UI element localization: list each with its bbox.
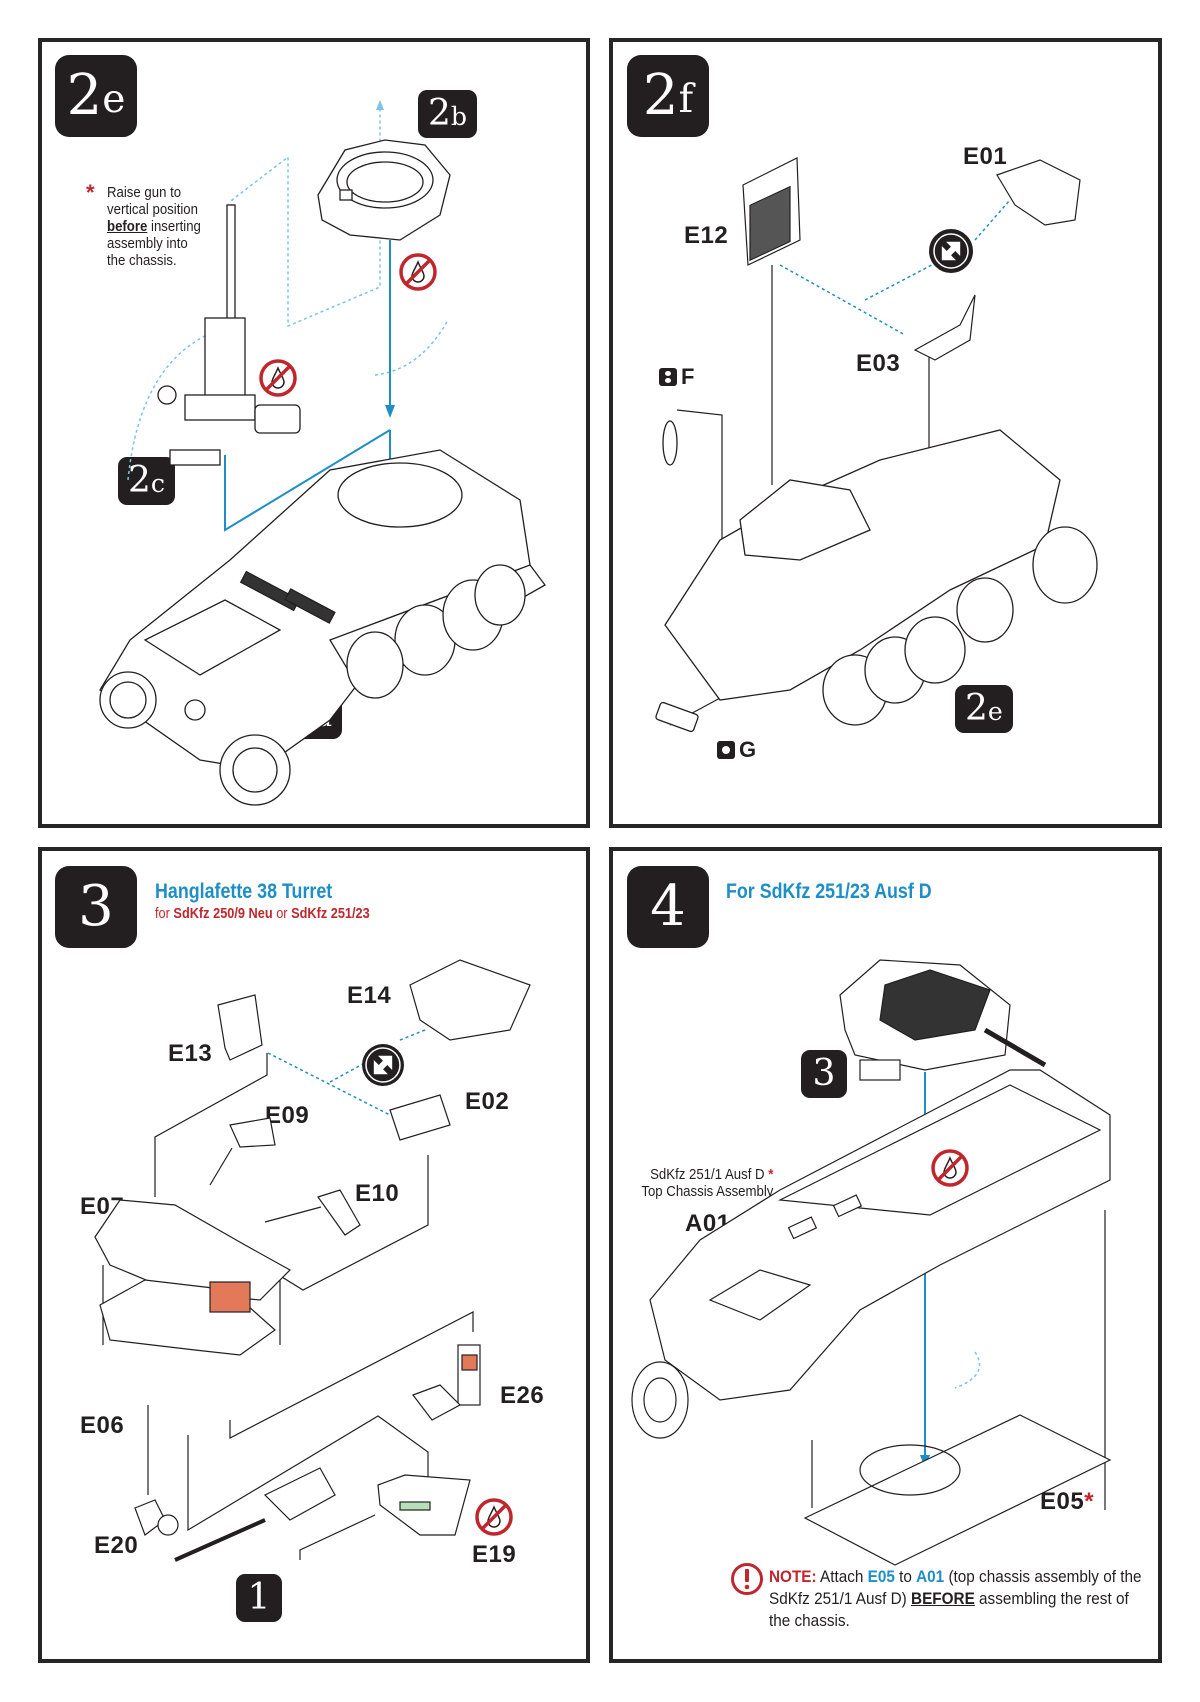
note-heading: NOTE: [769, 1567, 817, 1586]
step-title: Hanglafette 38 Turret [155, 880, 333, 903]
raise-gun-note: Raise gun to vertical position before in… [107, 184, 201, 269]
step-title: For SdKfz 251/23 Ausf D [726, 880, 932, 903]
step-suffix: e [102, 77, 126, 123]
warning-icon [731, 1563, 763, 1595]
callout-number: 2 [965, 688, 988, 729]
note-line: Raise gun to [107, 184, 182, 201]
note-line: assembly into [107, 235, 188, 252]
part-label-e12: E12 [684, 222, 729, 249]
part-label-e01: E01 [963, 143, 1008, 170]
callout-badge-1: 1 [236, 1574, 282, 1622]
asterisk-marker: * [1084, 1488, 1095, 1515]
sprue-label: F [681, 364, 695, 389]
rotate-view-icon [362, 1044, 404, 1086]
assembly-note: NOTE: Attach E05 to A01 (top chassis ass… [769, 1566, 1147, 1632]
sprue-label: G [739, 737, 757, 762]
step-subtitle: for SdKfz 250/9 Neu or SdKfz 251/23 [155, 905, 370, 922]
note-text-fragment: SdKfz 251/1 Ausf D [650, 1166, 765, 1183]
no-glue-icon [259, 359, 297, 397]
sprue-f: F [659, 364, 694, 390]
part-label-e10: E10 [355, 1180, 400, 1207]
part-label-e20: E20 [94, 1532, 139, 1559]
sprue-g: G [717, 737, 756, 763]
no-glue-icon [475, 1498, 513, 1536]
step-suffix: f [678, 77, 694, 123]
step-number: 2 [66, 63, 103, 128]
arrow-head [385, 405, 395, 418]
callout-badge-3: 3 [801, 1050, 847, 1098]
callout-number: 1 [247, 1577, 271, 1618]
callout-number: 2 [428, 93, 451, 134]
panel-step-4 [609, 847, 1162, 1663]
subtitle-text: or [272, 905, 292, 922]
model-name: SdKfz 251/23 [291, 905, 370, 922]
asterisk-marker: * [86, 180, 96, 205]
no-glue-icon [399, 253, 437, 291]
note-emphasis: before [107, 218, 148, 235]
part-2c-gun-mount [157, 204, 301, 466]
part-label-e26: E26 [500, 1382, 545, 1409]
chassis-assembly-note: SdKfz 251/1 Ausf D * Top Chassis Assembl… [637, 1166, 773, 1200]
part-label-e13: E13 [168, 1040, 213, 1067]
callout-suffix: b [450, 101, 468, 131]
sprue-two-dot-icon [659, 368, 677, 386]
step-number: 2 [642, 63, 679, 128]
part-ref-e05: E05 [867, 1567, 895, 1586]
part-label-e14: E14 [347, 982, 392, 1009]
no-glue-icon [931, 1149, 969, 1187]
callout-number: 2 [128, 460, 151, 501]
note-text-fragment: (top chassis assembly of the SdKfz 251/1… [769, 1567, 1142, 1608]
part-id: E05 [1040, 1488, 1085, 1515]
sprue-one-dot-icon [717, 741, 735, 759]
part-label-e03: E03 [856, 350, 901, 377]
part-label-e06: E06 [80, 1412, 125, 1439]
callout-number: 3 [812, 1053, 836, 1094]
part-label-e09: E09 [265, 1102, 310, 1129]
note-line: Top Chassis Assembly [641, 1183, 774, 1200]
up-arrow-head [376, 100, 384, 110]
part-label-e02: E02 [465, 1088, 510, 1115]
note-line: SdKfz 251/1 Ausf D * [637, 1166, 773, 1183]
note-text-fragment: inserting [147, 218, 201, 235]
step-number: 3 [78, 874, 114, 939]
part-label-e19: E19 [472, 1541, 517, 1568]
part-label-a01: A01 [685, 1210, 731, 1237]
note-line: the chassis. [107, 252, 177, 269]
note-emphasis: BEFORE [911, 1589, 975, 1608]
rotate-view-icon [929, 229, 973, 273]
callout-suffix: c [150, 468, 166, 498]
note-line: before inserting [107, 218, 201, 235]
model-name: SdKfz 250/9 Neu [173, 905, 273, 922]
panel-step-2f [609, 38, 1162, 828]
callout-suffix: e [987, 696, 1003, 726]
subtitle-text: for [155, 905, 174, 922]
step-badge-4: 4 [627, 866, 709, 948]
part-ref-a01: A01 [916, 1567, 945, 1586]
part-label-e07: E07 [80, 1193, 125, 1220]
part-2b-ring [317, 139, 451, 241]
halftrack-vehicle [99, 449, 546, 806]
note-text-fragment: to [894, 1567, 917, 1586]
asterisk-marker: * [768, 1166, 774, 1183]
note-text-fragment: assembling the rest of the chassis. [769, 1589, 1129, 1630]
part-label-e05: E05* [1040, 1488, 1094, 1516]
step-number: 4 [650, 874, 686, 939]
note-line: vertical position [107, 201, 198, 218]
note-text-fragment: Attach [816, 1567, 868, 1586]
step-badge-3: 3 [55, 866, 137, 948]
